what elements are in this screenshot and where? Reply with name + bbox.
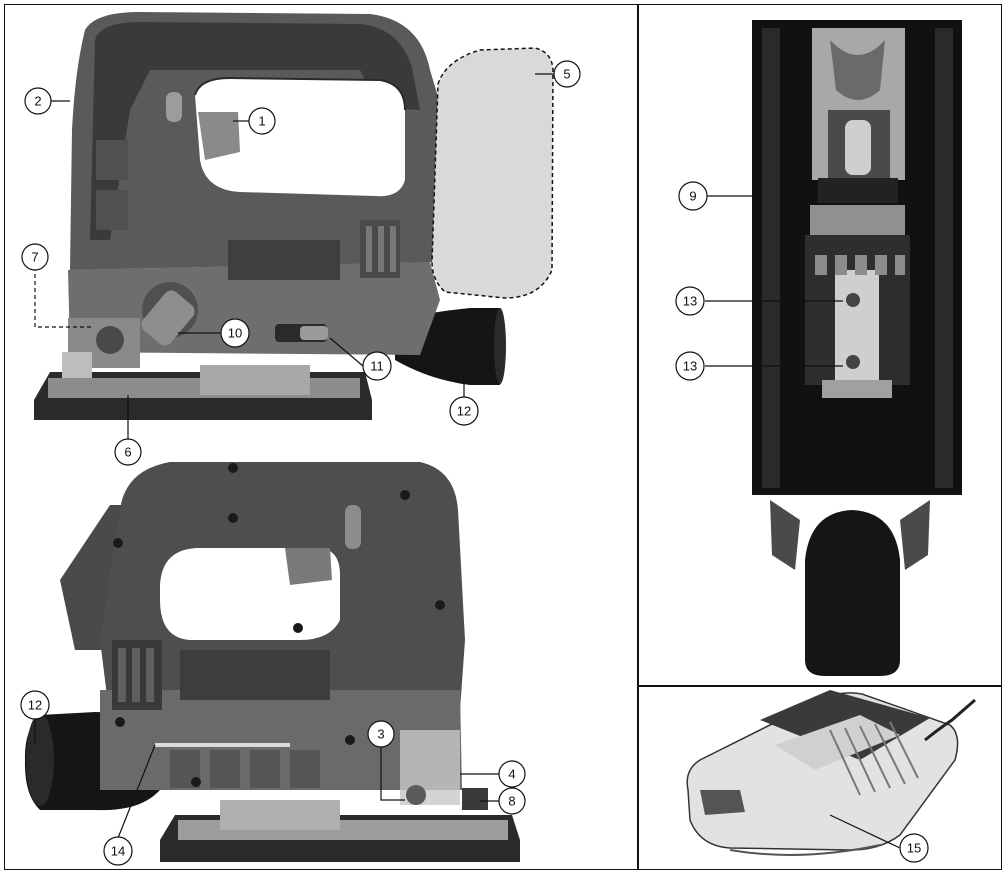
callout-7-label: 7 (31, 250, 38, 265)
callout-6: 6 (114, 438, 142, 466)
figure-frame (4, 4, 1002, 870)
callout-12-bottom-label: 12 (28, 698, 42, 713)
callout-5: 5 (553, 60, 581, 88)
callout-12-bottom: 12 (20, 690, 50, 720)
callout-2: 2 (24, 87, 52, 115)
callout-10: 10 (220, 318, 250, 348)
callout-3: 3 (367, 720, 395, 748)
callout-15-label: 15 (907, 841, 921, 856)
callout-12-top-label: 12 (457, 404, 471, 419)
callout-1-label: 1 (258, 114, 265, 129)
jigsaw-front-view (752, 20, 962, 676)
callout-8: 8 (498, 787, 526, 815)
callout-5-label: 5 (563, 67, 570, 82)
jigsaw-side-view (34, 12, 554, 420)
callout-13-lower-label: 13 (683, 359, 697, 374)
callout-10-label: 10 (228, 326, 242, 341)
callout-6-label: 6 (124, 445, 131, 460)
callout-2-label: 2 (34, 94, 41, 109)
leader-lines (34, 73, 901, 849)
callout-13-lower: 13 (675, 351, 705, 381)
callout-9: 9 (678, 181, 708, 211)
callout-3-label: 3 (377, 727, 384, 742)
callout-13-upper-label: 13 (683, 294, 697, 309)
callout-7: 7 (21, 243, 49, 271)
charger-view (686, 690, 976, 856)
callout-14: 14 (103, 836, 133, 866)
callout-14-label: 14 (111, 844, 125, 859)
callout-11: 11 (362, 351, 392, 381)
callout-4: 4 (498, 760, 526, 788)
callout-1: 1 (248, 107, 276, 135)
callout-8-label: 8 (508, 794, 515, 809)
callout-12-top: 12 (449, 396, 479, 426)
panel-divider-vertical (637, 4, 639, 870)
jigsaw-opposite-view (24, 462, 520, 862)
callout-11-label: 11 (370, 359, 384, 374)
callout-15: 15 (899, 833, 929, 863)
callout-13-upper: 13 (675, 286, 705, 316)
callout-9-label: 9 (689, 189, 696, 204)
callout-4-label: 4 (508, 767, 515, 782)
panel-divider-horizontal (637, 685, 1002, 687)
